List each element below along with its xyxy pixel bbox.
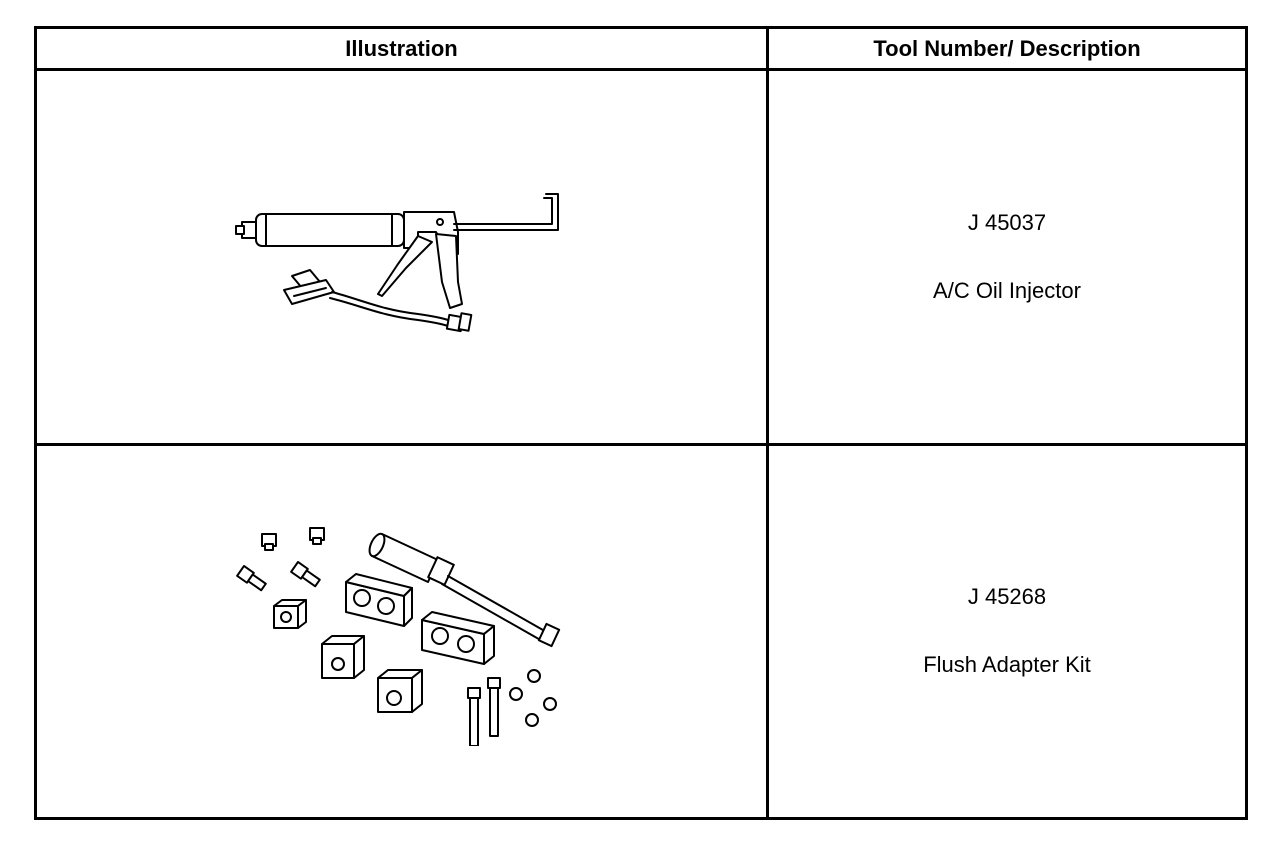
table-row: J 45268 Flush Adapter Kit [34, 442, 1248, 820]
header-illustration: Illustration [34, 26, 769, 71]
tool-description: Flush Adapter Kit [923, 652, 1091, 678]
header-tool-description: Tool Number/ Description [766, 26, 1248, 71]
flush-adapter-kit-drawing [235, 527, 560, 747]
illustration-cell [34, 68, 769, 446]
table-header-row: Illustration Tool Number/ Description [34, 26, 1248, 71]
oil-injector-drawing [234, 192, 559, 332]
tool-table: Illustration Tool Number/ Description [34, 26, 1248, 820]
tool-description-cell: J 45037 A/C Oil Injector [766, 68, 1248, 446]
table-row: J 45037 A/C Oil Injector [34, 68, 1248, 446]
tool-number: J 45037 [967, 209, 1047, 235]
illustration-cell [34, 442, 769, 820]
tool-description: A/C Oil Injector [933, 277, 1081, 303]
tool-number: J 45268 [967, 584, 1047, 610]
tool-description-cell: J 45268 Flush Adapter Kit [766, 442, 1248, 820]
